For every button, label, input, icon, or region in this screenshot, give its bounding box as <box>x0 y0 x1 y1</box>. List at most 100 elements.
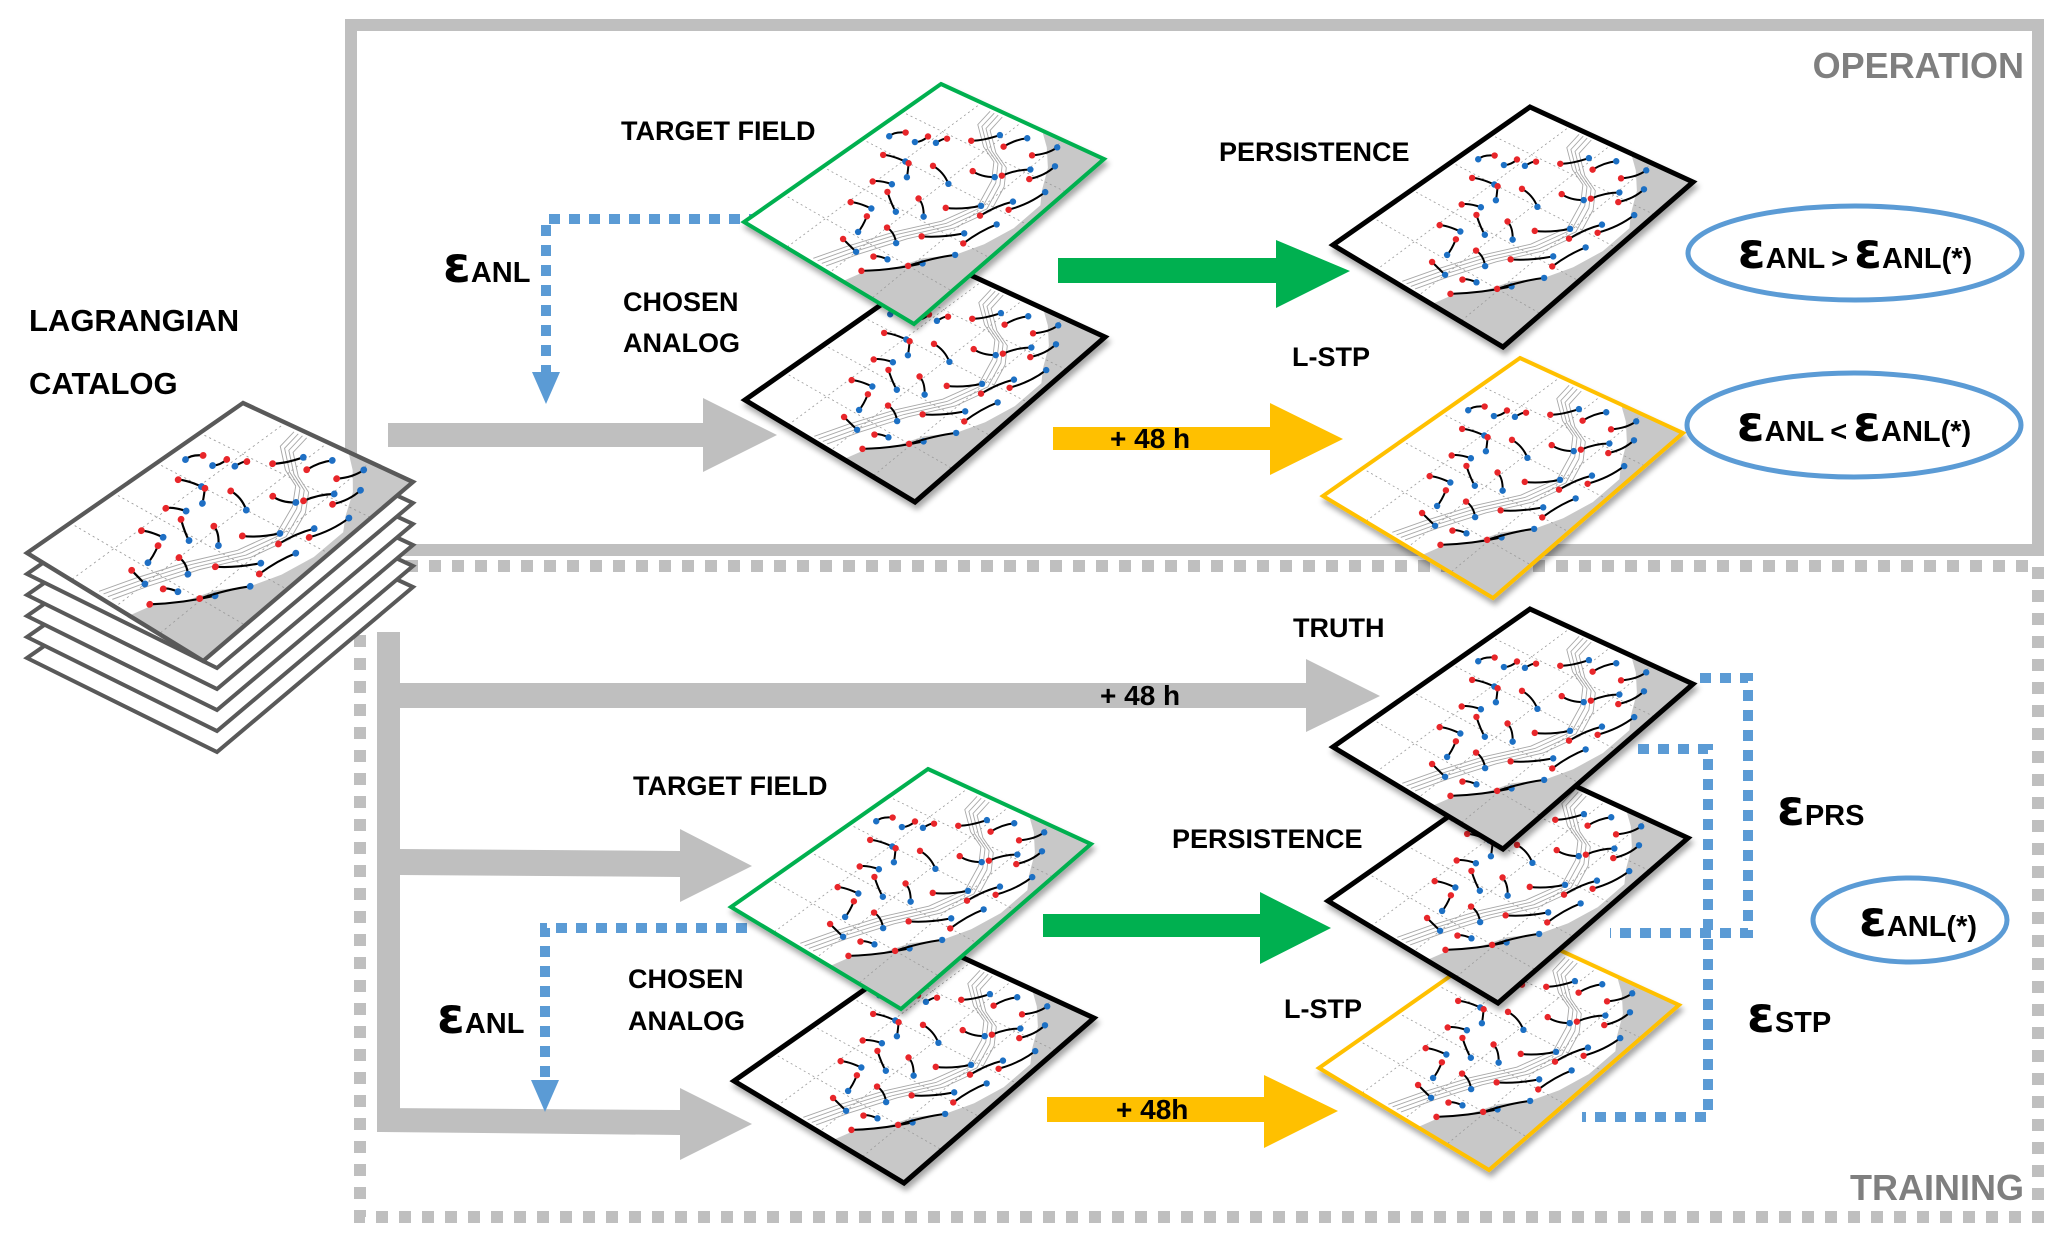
threshold-text: εANL(*) <box>1859 890 1977 948</box>
drifter-end-dot <box>1051 163 1059 170</box>
drifter-start-dot <box>930 820 938 827</box>
drifter-end-dot <box>144 559 152 567</box>
drifter-start-dot <box>1428 760 1436 768</box>
drifter-end-dot <box>997 309 1005 317</box>
map-land <box>1417 976 1679 1170</box>
drifter-end-dot <box>1575 405 1583 413</box>
drifter-end-dot <box>885 434 892 441</box>
operation-frame <box>345 19 2044 556</box>
drifter-end-dot <box>1467 1085 1475 1093</box>
drifter-end-dot <box>1529 859 1536 867</box>
drifter-track <box>848 947 910 957</box>
drifter-start-dot <box>988 1031 996 1038</box>
drifter-start-dot <box>238 532 246 540</box>
drifter-start-dot <box>866 836 874 844</box>
drifter-end-dot <box>1580 196 1587 204</box>
drifter-start-dot <box>1431 877 1438 885</box>
training-persistence-arrow <box>1043 892 1331 964</box>
drifter-start-dot <box>1028 152 1036 159</box>
drifter-start-dot <box>840 413 848 421</box>
drifter-end-dot <box>1640 688 1648 695</box>
drifter-start-dot <box>1428 258 1436 266</box>
drifter-end-dot <box>1504 892 1511 899</box>
drifter-start-dot <box>1521 478 1528 486</box>
drifter-start-dot <box>1458 425 1466 433</box>
drifter-start-dot <box>944 313 952 320</box>
drifter-end-dot <box>1616 691 1623 698</box>
drifter-end-dot <box>1613 660 1620 667</box>
drifter-start-dot <box>1555 486 1563 493</box>
operation-forecast-arrow <box>1053 403 1343 475</box>
drifter-start-dot <box>1473 713 1480 721</box>
drifter-end-dot <box>884 256 891 263</box>
drifter-start-dot <box>998 172 1006 179</box>
drifter-end-dot <box>1038 848 1046 855</box>
drifter-end-dot <box>1580 810 1588 818</box>
drifter-start-dot <box>960 240 967 247</box>
drifter-end-dot <box>1535 930 1543 938</box>
drifter-end-dot <box>1475 658 1482 665</box>
drifter-end-dot <box>946 358 953 366</box>
drifter-end-dot <box>1613 158 1620 165</box>
drifter-end-dot <box>184 570 192 578</box>
drifter-start-dot <box>1615 198 1622 206</box>
drifter-start-dot <box>1587 697 1595 704</box>
drifter-start-dot <box>1444 1024 1451 1031</box>
drifter-end-dot <box>1443 1051 1450 1058</box>
drifter-start-dot <box>947 925 954 932</box>
training-lstp-label: L-STP <box>1284 994 1362 1024</box>
drifter-end-dot <box>242 506 250 514</box>
drifter-track <box>1491 932 1540 946</box>
drifter-end-dot <box>1621 462 1628 470</box>
drifter-end-dot <box>1617 1034 1624 1042</box>
drifter-end-dot <box>1631 713 1638 721</box>
drifter-end-dot <box>1459 1102 1466 1109</box>
drifter-start-dot <box>870 253 877 260</box>
drifter-end-dot <box>992 351 999 359</box>
drifter-start-dot <box>1027 353 1034 361</box>
drifter-end-dot <box>986 990 994 998</box>
drifter-track <box>1445 941 1507 951</box>
drifter-end-dot <box>893 417 901 425</box>
drifter-start-dot <box>1458 1070 1466 1077</box>
drifter-start-dot <box>1459 1034 1466 1042</box>
drifter-end-dot <box>1028 344 1035 351</box>
drifter-end-dot <box>1032 1047 1039 1055</box>
drifter-start-dot <box>1436 221 1443 229</box>
drifter-end-dot <box>1011 820 1018 827</box>
drifter-start-dot <box>826 920 834 928</box>
drifter-start-dot <box>1617 175 1625 182</box>
drifter-start-dot <box>1472 247 1480 254</box>
operation-forecast-step-label: + 48 h <box>1110 423 1190 454</box>
map-sheet <box>1333 609 1693 849</box>
drifter-end-dot <box>1571 977 1579 985</box>
drifter-start-dot <box>1605 449 1612 457</box>
drifter-start-dot <box>305 533 313 541</box>
drifter-start-dot <box>1013 860 1020 868</box>
drifter-start-dot <box>154 542 162 550</box>
drifter-end-dot <box>1585 154 1593 162</box>
drifter-start-dot <box>1522 409 1530 416</box>
drifter-end-dot <box>1476 918 1484 926</box>
drifter-start-dot <box>885 366 892 374</box>
drifter-start-dot <box>884 188 891 196</box>
drifter-start-dot <box>970 345 977 353</box>
drifter-end-dot <box>1575 852 1582 860</box>
drifter-end-dot <box>999 1057 1007 1064</box>
drifter-end-dot <box>1593 877 1601 884</box>
training-forecast-arrow <box>1047 1075 1338 1148</box>
drifter-start-dot <box>1481 403 1488 410</box>
drifter-end-dot <box>1024 135 1031 142</box>
drifter-end-dot <box>935 1039 942 1047</box>
drifter-start-dot <box>1493 285 1501 293</box>
drifter-start-dot <box>1015 837 1023 844</box>
drifter-start-dot <box>1452 738 1460 745</box>
training-chosen-analog-map <box>729 940 1099 1187</box>
training-analog-arrow <box>377 1088 752 1160</box>
map-land <box>832 989 1094 1183</box>
drifter-track <box>995 876 1033 896</box>
drifter-start-dot <box>138 527 145 535</box>
drifter-end-dot <box>1566 1019 1573 1027</box>
map-border <box>23 400 417 664</box>
drifter-end-dot <box>1487 853 1495 860</box>
